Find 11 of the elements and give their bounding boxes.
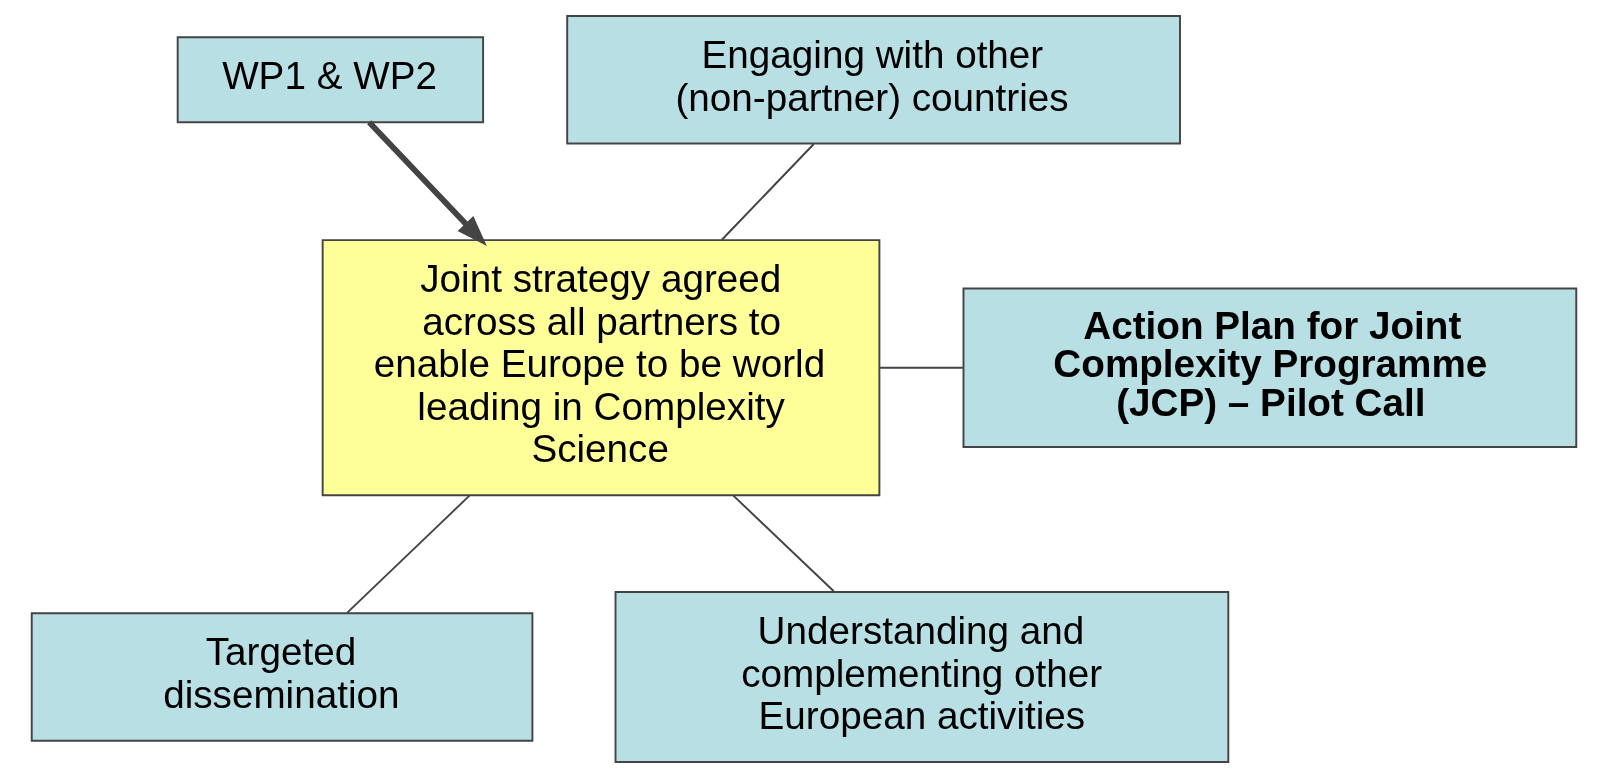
node-box: Engaging with other (non-partner) countries	[566, 14, 1181, 145]
connector	[346, 494, 471, 614]
node-box: WP1 & WP2	[176, 36, 485, 124]
connector	[878, 366, 964, 369]
node-box: Action Plan for Joint Complexity Programme (JCP) – Pilot Call	[962, 287, 1578, 448]
connector	[732, 494, 835, 593]
node-box: Understanding and complementing other European activities	[614, 591, 1230, 764]
node-box: Joint strategy agreed across all partners to enable Europe to be world leading in Complexity Science	[321, 239, 881, 497]
connector	[720, 143, 815, 241]
node-box: Targeted dissemination	[30, 612, 534, 742]
arrow	[367, 120, 487, 246]
